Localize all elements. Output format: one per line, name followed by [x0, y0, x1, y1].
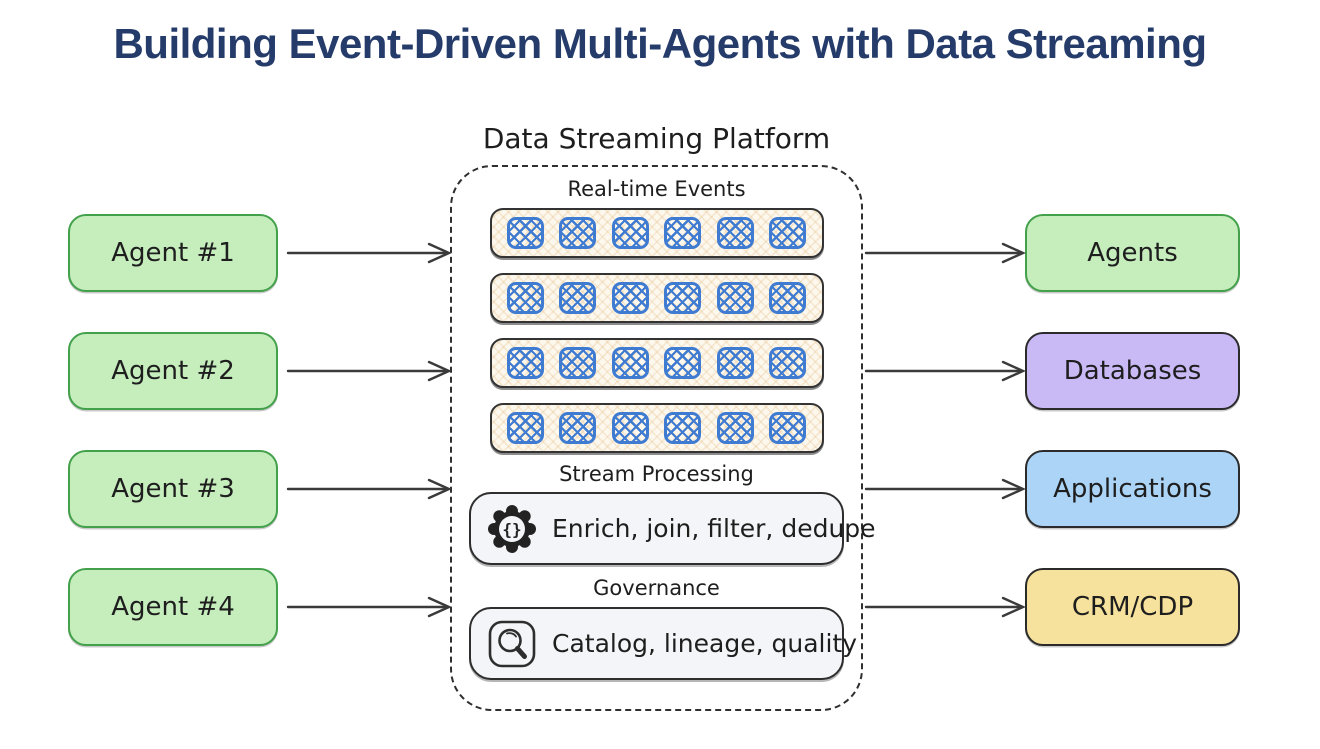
arrow-agent3-to-platform — [286, 478, 452, 500]
svg-text:{}: {} — [502, 520, 521, 539]
left-agents-column: Agent #1 Agent #2 Agent #3 Agent #4 — [68, 214, 278, 646]
events-section-label: Real-time Events — [567, 177, 746, 201]
event-topic-row — [489, 208, 824, 258]
target-box-crm-cdp: CRM/CDP — [1025, 568, 1240, 646]
arrow-agent2-to-platform — [286, 360, 452, 382]
platform-container: Real-time Events Stream Processing {} E — [450, 165, 876, 711]
event-message-cell — [506, 347, 544, 379]
stream-processing-box: {} Enrich, join, filter, dedupe — [469, 492, 876, 565]
arrow-platform-to-applications — [864, 478, 1026, 500]
event-rows — [452, 208, 861, 453]
stream-processing-text: Enrich, join, filter, dedupe — [552, 514, 876, 543]
event-message-cell — [664, 412, 702, 444]
event-message-cell — [769, 217, 807, 249]
event-message-cell — [559, 217, 597, 249]
arrow-platform-to-crmcdp — [864, 596, 1026, 618]
event-message-cell — [559, 347, 597, 379]
event-message-cell — [506, 282, 544, 314]
arrow-agent1-to-platform — [286, 242, 452, 264]
magnifier-icon — [486, 618, 538, 670]
event-message-cell — [769, 282, 807, 314]
arrow-platform-to-agents — [864, 242, 1026, 264]
event-message-cell — [664, 347, 702, 379]
event-topic-row — [489, 273, 824, 323]
event-message-cell — [506, 217, 544, 249]
event-message-cell — [664, 217, 702, 249]
agent-box-agent-2: Agent #2 — [68, 332, 278, 410]
event-message-cell — [559, 412, 597, 444]
event-message-cell — [664, 282, 702, 314]
event-message-cell — [716, 347, 754, 379]
code-braces-gear-icon: {} — [486, 503, 538, 555]
event-message-cell — [611, 282, 649, 314]
event-message-cell — [611, 217, 649, 249]
event-topic-row — [489, 338, 824, 388]
agent-box-agent-3: Agent #3 — [68, 450, 278, 528]
event-message-cell — [716, 217, 754, 249]
platform-title-label: Data Streaming Platform — [482, 122, 831, 155]
agent-box-agent-1: Agent #1 — [68, 214, 278, 292]
event-message-cell — [611, 347, 649, 379]
processing-section-label: Stream Processing — [559, 462, 754, 486]
arrow-agent4-to-platform — [286, 596, 452, 618]
event-message-cell — [716, 412, 754, 444]
event-message-cell — [559, 282, 597, 314]
arrow-platform-to-databases — [864, 360, 1026, 382]
agent-box-agent-4: Agent #4 — [68, 568, 278, 646]
governance-section-label: Governance — [593, 576, 720, 600]
governance-text: Catalog, lineage, quality — [552, 629, 858, 658]
event-message-cell — [769, 412, 807, 444]
target-box-agents: Agents — [1025, 214, 1240, 292]
event-message-cell — [716, 282, 754, 314]
event-message-cell — [506, 412, 544, 444]
event-topic-row — [489, 403, 824, 453]
target-box-applications: Applications — [1025, 450, 1240, 528]
target-box-databases: Databases — [1025, 332, 1240, 410]
event-message-cell — [611, 412, 649, 444]
event-message-cell — [769, 347, 807, 379]
diagram-title: Building Event-Driven Multi-Agents with … — [113, 20, 1207, 67]
governance-box: Catalog, lineage, quality — [469, 607, 857, 680]
